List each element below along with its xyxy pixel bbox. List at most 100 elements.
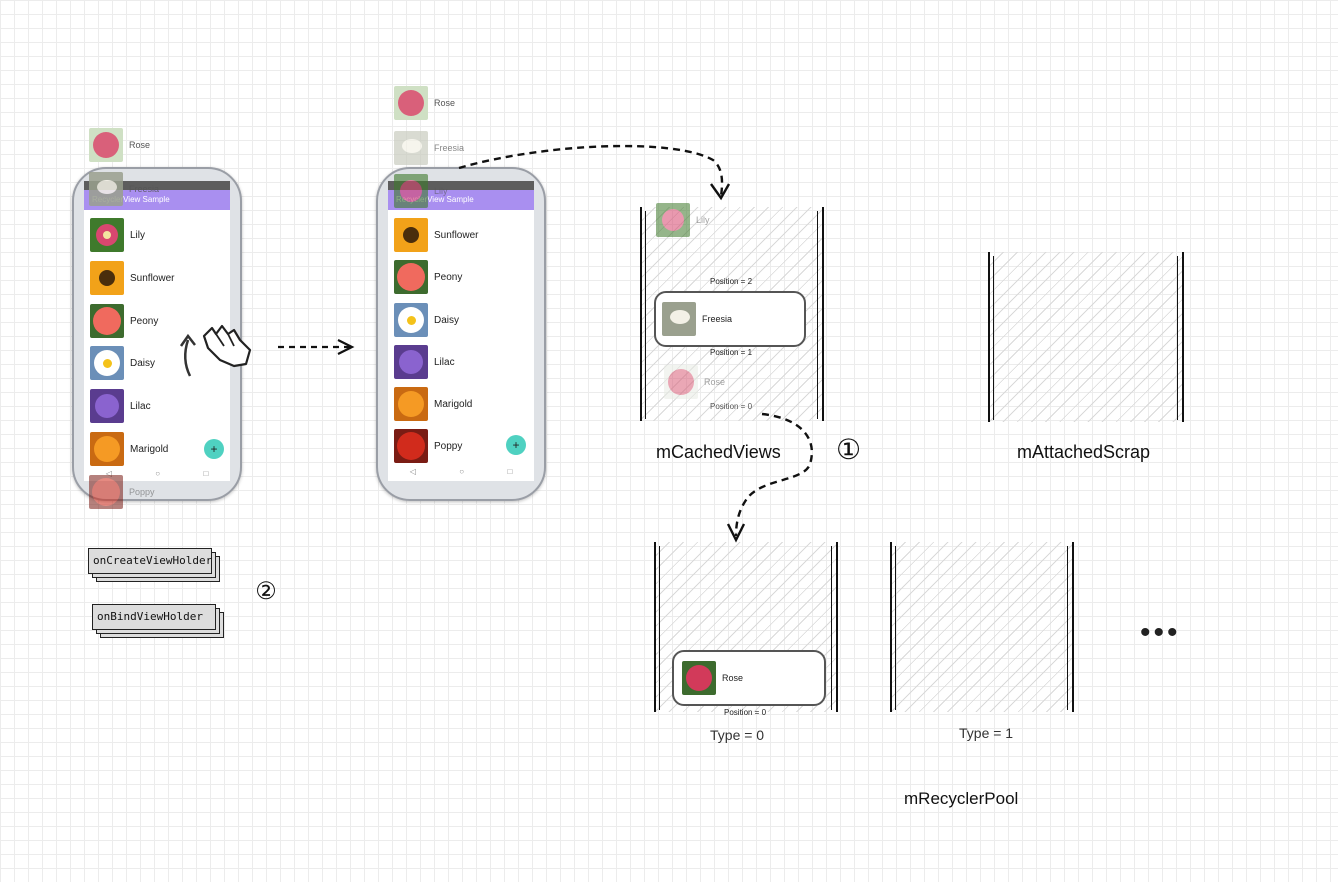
- container-left-wall: [993, 256, 994, 420]
- lilac-thumbnail: [90, 389, 124, 423]
- poppy-thumbnail: [394, 429, 428, 463]
- on-create-view-holder-card: onCreateViewHolder: [88, 548, 212, 574]
- item-label: Rose: [704, 377, 726, 387]
- recents-icon[interactable]: □: [507, 466, 513, 476]
- list-item[interactable]: Lilac: [90, 387, 151, 425]
- rose-thumbnail: [394, 86, 428, 120]
- item-label: Marigold: [130, 443, 169, 455]
- position-label: Position = 0: [724, 708, 767, 717]
- attached-scrap-title: mAttachedScrap: [1017, 442, 1151, 462]
- offscreen-item-freesia: Freesia: [89, 172, 159, 206]
- daisy-thumbnail: [394, 303, 428, 337]
- status-bar: [388, 181, 534, 190]
- list-item[interactable]: Lilac: [394, 343, 455, 381]
- item-label: Peony: [434, 271, 463, 283]
- position-label: Position = 0: [710, 402, 753, 411]
- list-item[interactable]: Sunflower: [90, 259, 174, 297]
- container-right-wall: [831, 546, 832, 710]
- cache-flow-arrow: [458, 144, 731, 201]
- item-label: Freesia: [129, 184, 160, 194]
- marigold-thumbnail: [394, 387, 428, 421]
- container-right-wall: [1072, 542, 1074, 712]
- cached-item-freesia: Freesia: [654, 291, 806, 347]
- swipe-up-hand-icon: [179, 324, 252, 377]
- list-item[interactable]: Peony: [394, 258, 462, 296]
- item-label: Lily: [434, 186, 448, 196]
- offscreen-item-lily: Lily: [394, 174, 448, 208]
- item-label: Peony: [130, 315, 159, 327]
- offscreen-item-rose: Rose: [394, 86, 455, 120]
- scroll-transition-arrow: [278, 339, 355, 355]
- rose-thumbnail: [664, 365, 698, 399]
- item-label: Daisy: [130, 357, 156, 369]
- item-label: Lily: [696, 215, 710, 225]
- item-label: Sunflower: [130, 272, 175, 284]
- back-icon[interactable]: ◁: [105, 468, 112, 478]
- phone-before-screen: RecyclerView Sample Lily Sunflower Peony…: [84, 181, 230, 481]
- home-icon[interactable]: ○: [459, 466, 465, 476]
- poppy-thumbnail: [89, 475, 123, 509]
- type-label: Type = 0: [710, 727, 765, 743]
- container-left-wall: [988, 252, 990, 422]
- add-fab-button[interactable]: +: [506, 435, 526, 455]
- nav-bar: ◁ ○ □: [84, 467, 230, 479]
- item-label: Poppy: [434, 440, 463, 452]
- attached-scrap-container: [988, 252, 1184, 422]
- container-left-wall: [640, 207, 642, 421]
- home-icon[interactable]: ○: [155, 468, 161, 478]
- pool-item-rose: Rose: [672, 650, 826, 706]
- offscreen-item-rose: Rose: [89, 128, 150, 162]
- item-label: Marigold: [434, 398, 473, 410]
- step-two-marker: ②: [255, 578, 277, 605]
- offscreen-item-poppy: Poppy: [89, 475, 155, 509]
- list-item[interactable]: Marigold: [90, 430, 168, 468]
- item-label: Freesia: [702, 314, 733, 324]
- back-icon[interactable]: ◁: [409, 466, 416, 476]
- list-item[interactable]: Marigold: [394, 385, 472, 423]
- item-label: Lily: [130, 229, 146, 241]
- recents-icon[interactable]: □: [203, 468, 209, 478]
- rose-thumbnail: [89, 128, 123, 162]
- type-label: Type = 1: [959, 725, 1014, 741]
- freesia-thumbnail: [89, 172, 123, 206]
- list-item[interactable]: Peony: [90, 302, 158, 340]
- container-right-wall: [1067, 546, 1068, 710]
- item-label: Lilac: [130, 400, 151, 412]
- container-right-wall: [836, 542, 838, 712]
- marigold-thumbnail: [90, 432, 124, 466]
- position-label: Position = 2: [710, 277, 753, 286]
- phone-after-screen: RecyclerView Sample Sunflower Peony Dais…: [388, 181, 534, 481]
- item-label: Lilac: [434, 356, 455, 368]
- cached-item-lily: Lily: [656, 203, 710, 237]
- container-left-wall: [645, 211, 646, 419]
- step-one-marker: ①: [836, 434, 862, 465]
- lilac-thumbnail: [394, 345, 428, 379]
- container-left-wall: [659, 546, 660, 710]
- recycle-flow-arrow: [726, 412, 813, 543]
- cached-item-rose: Rose: [664, 365, 725, 399]
- lily-thumbnail: [90, 218, 124, 252]
- list-item[interactable]: Poppy: [394, 427, 462, 465]
- list-item[interactable]: Daisy: [90, 344, 155, 382]
- list-item[interactable]: Sunflower: [394, 216, 478, 254]
- item-label: Daisy: [434, 314, 460, 326]
- recycler-pool-title: mRecyclerPool: [904, 789, 1019, 808]
- add-fab-button[interactable]: +: [204, 439, 224, 459]
- container-left-wall: [895, 546, 896, 710]
- offscreen-item-freesia: Freesia: [394, 131, 464, 165]
- list-item[interactable]: Daisy: [394, 301, 459, 339]
- status-bar: [84, 181, 230, 190]
- pool-type1-container: [890, 542, 1074, 712]
- more-types-ellipsis: •••: [1140, 616, 1181, 649]
- sunflower-thumbnail: [90, 261, 124, 295]
- item-label: Rose: [129, 140, 151, 150]
- container-right-wall: [822, 207, 824, 421]
- rose-thumbnail: [682, 661, 716, 695]
- item-label: Rose: [434, 98, 456, 108]
- container-left-wall: [890, 542, 892, 712]
- item-label: Poppy: [129, 487, 155, 497]
- freesia-thumbnail: [662, 302, 696, 336]
- sunflower-thumbnail: [394, 218, 428, 252]
- list-item[interactable]: Lily: [90, 216, 145, 254]
- item-label: Freesia: [434, 143, 465, 153]
